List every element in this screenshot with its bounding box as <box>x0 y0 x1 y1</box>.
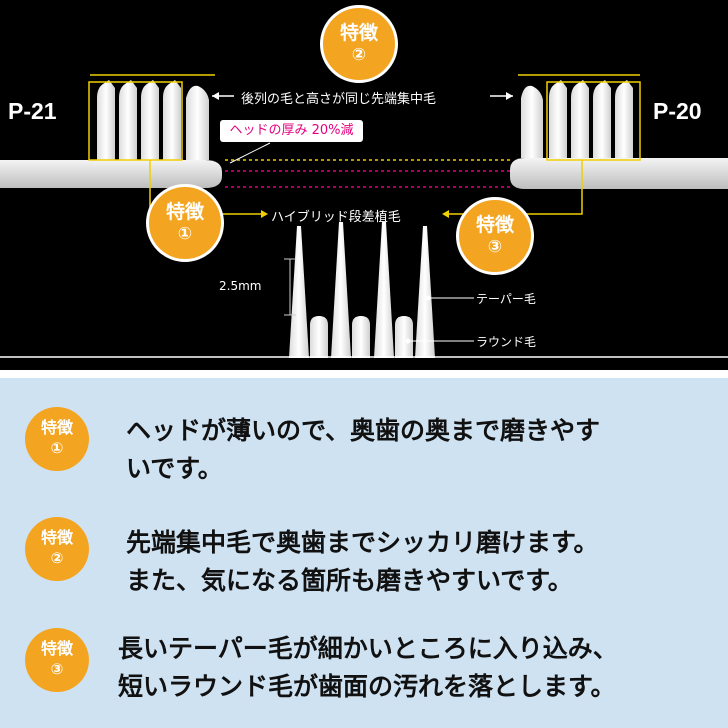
model-label-left: P-21 <box>8 98 57 124</box>
brush-p20 <box>510 74 728 189</box>
feature-text-3: 長いテーパー毛が細かいところに入り込み、短いラウンド毛が歯面の汚れを落とします。 <box>118 634 618 701</box>
callout-thin-head: ヘッドの厚み 20%減 <box>220 120 363 142</box>
feature-text-2: 先端集中毛で奥歯までシッカリ磨けます。また、気になる箇所も磨きやすいです。 <box>126 528 599 595</box>
brush-p21 <box>0 74 222 188</box>
model-label-right: P-20 <box>653 98 702 124</box>
feature-text-1: ヘッドが薄いので、奥歯の奥まで磨きやすいです。 <box>126 416 601 483</box>
diagram-panel: P-21 P-20 後列の毛と高さが同じ先端集中毛 ヘッドの厚み 20%減 ハイ… <box>0 0 728 370</box>
bristle-closeup <box>289 222 435 358</box>
round-bristle-label: ラウンド毛 <box>476 335 537 349</box>
callout-tip-concentrated: 後列の毛と高さが同じ先端集中毛 <box>241 92 437 107</box>
taper-bristle-label: テーパー毛 <box>476 292 536 306</box>
toothbrush-diagram <box>0 74 728 358</box>
dimension-label: 2.5mm <box>219 279 262 293</box>
callout-hybrid: ハイブリッド段差植毛 <box>271 210 401 225</box>
